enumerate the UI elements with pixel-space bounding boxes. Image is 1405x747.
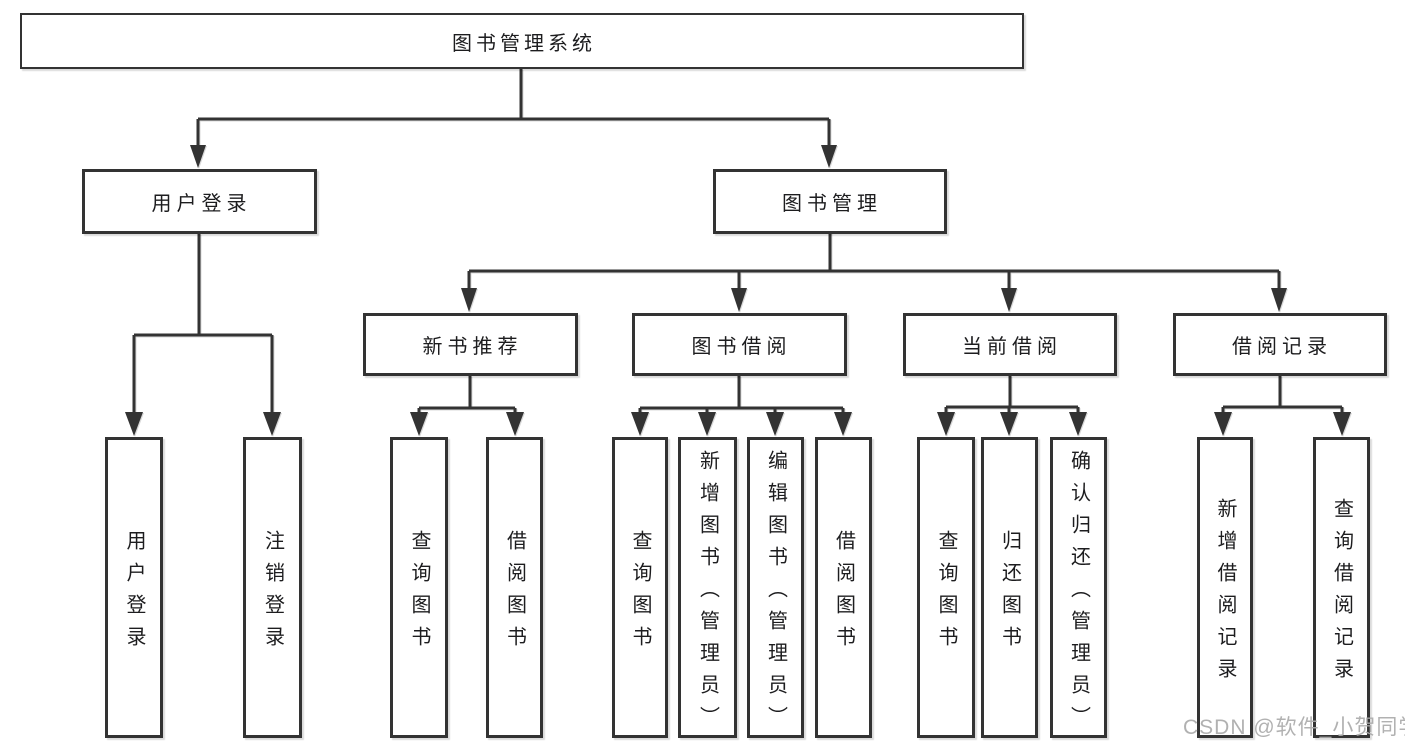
node-root-label: 图书管理系统	[452, 32, 596, 55]
node-login-user-label: 用户登录	[123, 529, 145, 658]
node-bb-query: 查询图书	[612, 437, 668, 738]
node-bb-edit: 编辑图书（管理员）	[747, 437, 804, 738]
node-borrow-label: 图书借阅	[691, 336, 792, 358]
node-rec-query-label: 查询借阅记录	[1330, 497, 1353, 690]
node-rec-add-label: 新增借阅记录	[1214, 497, 1236, 690]
edges-current	[937, 376, 1087, 436]
node-cb-query-label: 查询图书	[935, 529, 957, 658]
node-current-label: 当前借阅	[962, 336, 1062, 358]
node-login-user: 用户登录	[105, 437, 163, 738]
node-cb-return: 归还图书	[981, 437, 1038, 738]
node-bb-query-label: 查询图书	[629, 529, 651, 658]
node-newbook: 新书推荐	[363, 313, 578, 376]
node-cb-return-label: 归还图书	[998, 529, 1021, 658]
node-nb-borrow-label: 借阅图书	[503, 529, 526, 658]
node-rec-query: 查询借阅记录	[1313, 437, 1370, 738]
edges-newbook	[410, 376, 524, 436]
node-records: 借阅记录	[1173, 313, 1387, 376]
node-rec-add: 新增借阅记录	[1197, 437, 1253, 738]
node-records-label: 借阅记录	[1232, 336, 1332, 358]
node-nb-query: 查询图书	[390, 437, 448, 738]
edges-records	[1214, 376, 1351, 436]
node-nb-borrow: 借阅图书	[486, 437, 543, 738]
node-cb-query: 查询图书	[917, 437, 975, 738]
node-mgmt-label: 图书管理	[782, 193, 882, 215]
edges-mgmt	[461, 233, 1287, 312]
node-current: 当前借阅	[903, 313, 1117, 376]
node-newbook-label: 新书推荐	[422, 336, 523, 358]
node-bb-add: 新增图书（管理员）	[678, 437, 737, 738]
node-login-label: 用户登录	[151, 193, 252, 215]
node-cb-confirm-label: 确认归还（管理员）	[1067, 449, 1090, 738]
node-bb-edit-label: 编辑图书（管理员）	[764, 449, 787, 738]
node-login-logout-label: 注销登录	[261, 529, 284, 658]
node-nb-query-label: 查询图书	[408, 529, 430, 658]
node-bb-borrow-label: 借阅图书	[832, 529, 855, 658]
node-login-logout: 注销登录	[243, 437, 302, 738]
edges-root	[190, 69, 837, 168]
node-cb-confirm: 确认归还（管理员）	[1050, 437, 1107, 738]
edges-login	[125, 234, 281, 436]
node-root: 图书管理系统	[20, 13, 1024, 69]
node-mgmt: 图书管理	[713, 169, 947, 234]
node-borrow: 图书借阅	[632, 313, 847, 376]
edges-borrow	[631, 376, 852, 436]
watermark-text: CSDN @软件_小贺同学	[1183, 716, 1405, 739]
node-login: 用户登录	[82, 169, 317, 234]
node-bb-add-label: 新增图书（管理员）	[696, 449, 719, 738]
node-bb-borrow: 借阅图书	[815, 437, 872, 738]
